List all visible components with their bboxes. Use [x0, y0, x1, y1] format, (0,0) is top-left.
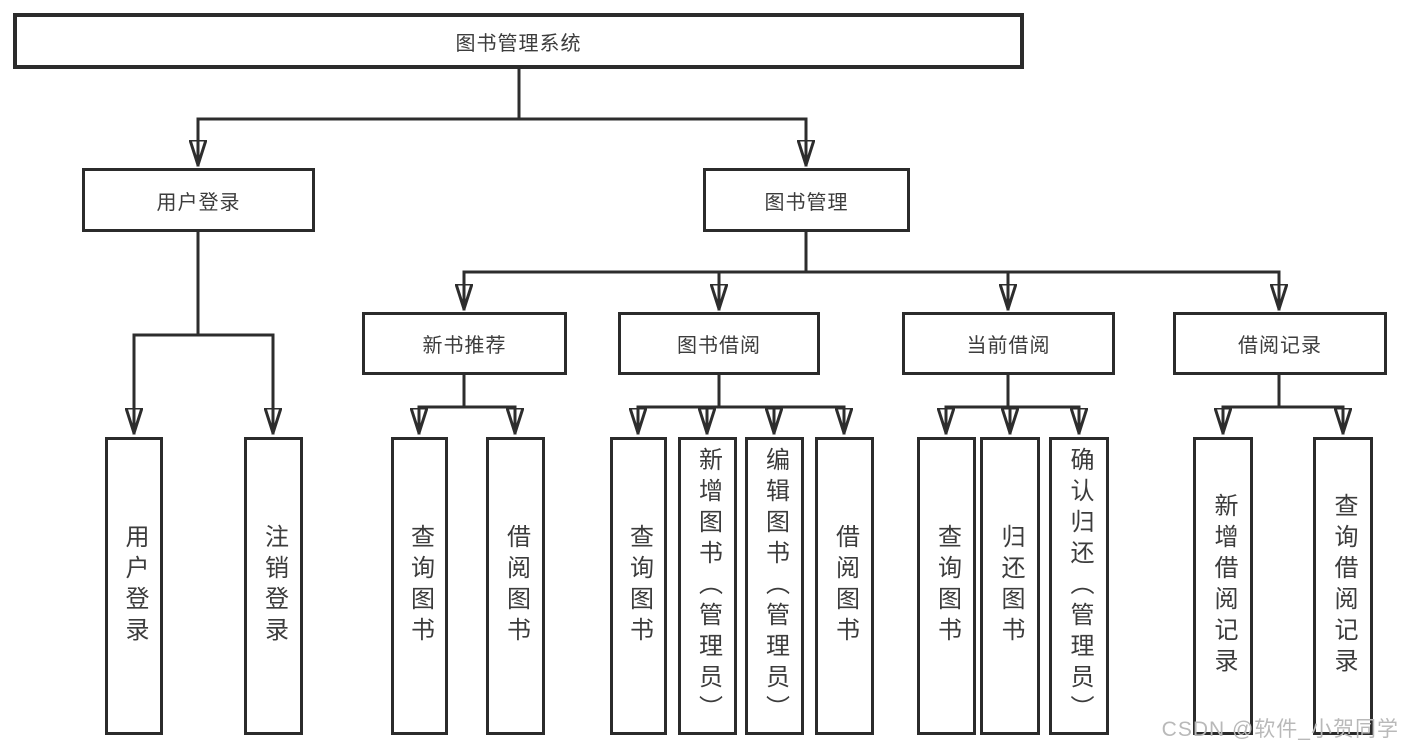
node-label: 用户登录	[156, 191, 241, 214]
node-new-book-recommend: 新书推荐	[362, 312, 567, 375]
leaf-edit-books-admin: 编辑图书（管理员）	[745, 437, 804, 735]
csdn-watermark: CSDN @软件_小贺同学	[1161, 718, 1399, 741]
node-label: 图书管理	[764, 191, 849, 214]
node-label: 查询借阅记录	[1330, 493, 1357, 679]
node-label: 图书借阅	[677, 335, 761, 357]
leaf-add-borrow-record: 新增借阅记录	[1193, 437, 1253, 735]
connector-book-management-branch	[464, 230, 1279, 311]
node-label: 图书管理系统	[455, 32, 582, 55]
node-label: 借阅图书	[502, 524, 530, 648]
leaf-recommend-borrow-books: 借阅图书	[486, 437, 545, 735]
leaf-borrow-query-books: 查询图书	[610, 437, 667, 735]
node-borrow-records: 借阅记录	[1173, 312, 1387, 375]
node-current-borrow: 当前借阅	[902, 312, 1115, 375]
node-label: 用户登录	[121, 524, 148, 648]
leaf-query-borrow-record: 查询借阅记录	[1313, 437, 1373, 735]
node-label: 查询图书	[625, 524, 653, 648]
leaf-current-query-books: 查询图书	[917, 437, 976, 735]
node-root-library-system: 图书管理系统	[13, 13, 1024, 69]
node-label: 新书推荐	[422, 335, 507, 357]
node-user-login: 用户登录	[82, 168, 315, 232]
node-label: 借阅图书	[831, 524, 859, 648]
leaf-user-login: 用户登录	[105, 437, 163, 735]
leaf-logout: 注销登录	[244, 437, 303, 735]
leaf-recommend-query-books: 查询图书	[391, 437, 448, 735]
node-label: 注销登录	[260, 524, 288, 648]
connector-root-to-level2	[198, 66, 806, 167]
node-book-borrow: 图书借阅	[618, 312, 820, 375]
connector-borrow-records-branch	[1223, 373, 1343, 435]
node-label: 当前借阅	[966, 335, 1051, 357]
node-label: 查询图书	[933, 524, 961, 648]
node-label: 新增图书（管理员）	[694, 446, 722, 726]
node-book-management: 图书管理	[703, 168, 910, 232]
leaf-confirm-return-admin: 确认归还（管理员）	[1049, 437, 1109, 735]
connector-new-book-recommend-branch	[419, 373, 515, 435]
node-label: 确认归还（管理员）	[1066, 446, 1093, 726]
connector-user-login-branch	[134, 230, 273, 435]
node-label: 编辑图书（管理员）	[761, 446, 789, 726]
node-label: 借阅记录	[1238, 335, 1322, 357]
connector-current-borrow-branch	[946, 373, 1079, 435]
leaf-add-books-admin: 新增图书（管理员）	[678, 437, 737, 735]
node-label: 归还图书	[997, 524, 1024, 648]
node-label: 查询图书	[406, 524, 434, 648]
leaf-borrow-books: 借阅图书	[815, 437, 874, 735]
node-label: 新增借阅记录	[1210, 493, 1237, 679]
connector-book-borrow-branch	[638, 373, 844, 435]
leaf-return-books: 归还图书	[980, 437, 1040, 735]
